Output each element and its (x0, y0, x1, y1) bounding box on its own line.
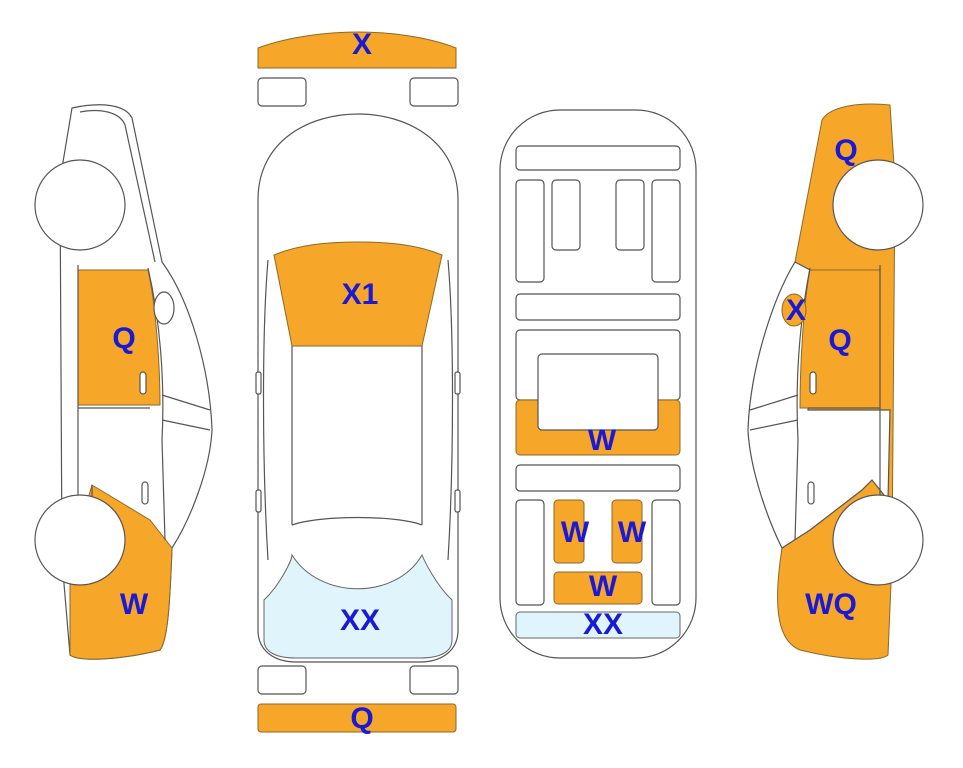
rear-window-label: XX (340, 604, 380, 637)
windshield-label: X1 (342, 278, 379, 311)
left-rear-quarter-label: W (120, 588, 149, 621)
dashboard (515, 145, 681, 171)
left-side-view: Q W (34, 104, 213, 660)
interior-rear-seat-left-panel (553, 499, 585, 564)
right-front-fender-label: Q (834, 134, 857, 167)
right-headlight (409, 77, 459, 107)
interior-trunk-panel (515, 611, 681, 639)
interior-rear-seat-left-label: W (561, 516, 590, 549)
interior-front-floor-label: W (588, 424, 617, 457)
right-middle-unpainted (747, 261, 891, 549)
right-side-view: Q X Q WQ (747, 103, 924, 660)
right-front-door-handle (809, 371, 817, 395)
front-bumper-panel (257, 31, 457, 69)
interior-trunk-label: XX (583, 608, 623, 641)
interior-rear-seat-right-label: W (618, 516, 647, 549)
right-rear-wheel (832, 494, 924, 586)
interior-rear-center-panel (553, 571, 643, 605)
right-rear-door-handle (807, 481, 815, 505)
center-console (537, 353, 659, 431)
interior-rear-seat-right-panel (611, 499, 643, 564)
left-headlight (257, 77, 307, 107)
right-front-door-label: Q (828, 324, 851, 357)
rear-window-panel (263, 553, 453, 659)
right-mirror-label: X (786, 294, 806, 327)
interior-rear-center-label: W (589, 570, 618, 603)
interior-view: W W W W XX (499, 109, 697, 659)
left-rear-door-handle (141, 481, 149, 505)
rear-bumper-label: Q (350, 702, 373, 735)
left-front-wheel (34, 159, 126, 251)
right-mirror-panel (781, 293, 807, 327)
left-front-door-handle (139, 371, 147, 395)
rear-bumper-panel (257, 703, 457, 733)
left-rear-wheel (34, 494, 126, 586)
right-rear-quarter-label: WQ (805, 588, 857, 621)
left-taillight (257, 665, 307, 695)
left-front-door-label: Q (112, 322, 135, 355)
right-front-wheel (832, 159, 924, 251)
top-view: X X1 XX Q (255, 28, 461, 735)
right-taillight (409, 665, 459, 695)
front-bumper-label: X (352, 28, 372, 61)
left-mirror (153, 291, 175, 325)
windshield-panel (273, 241, 443, 347)
